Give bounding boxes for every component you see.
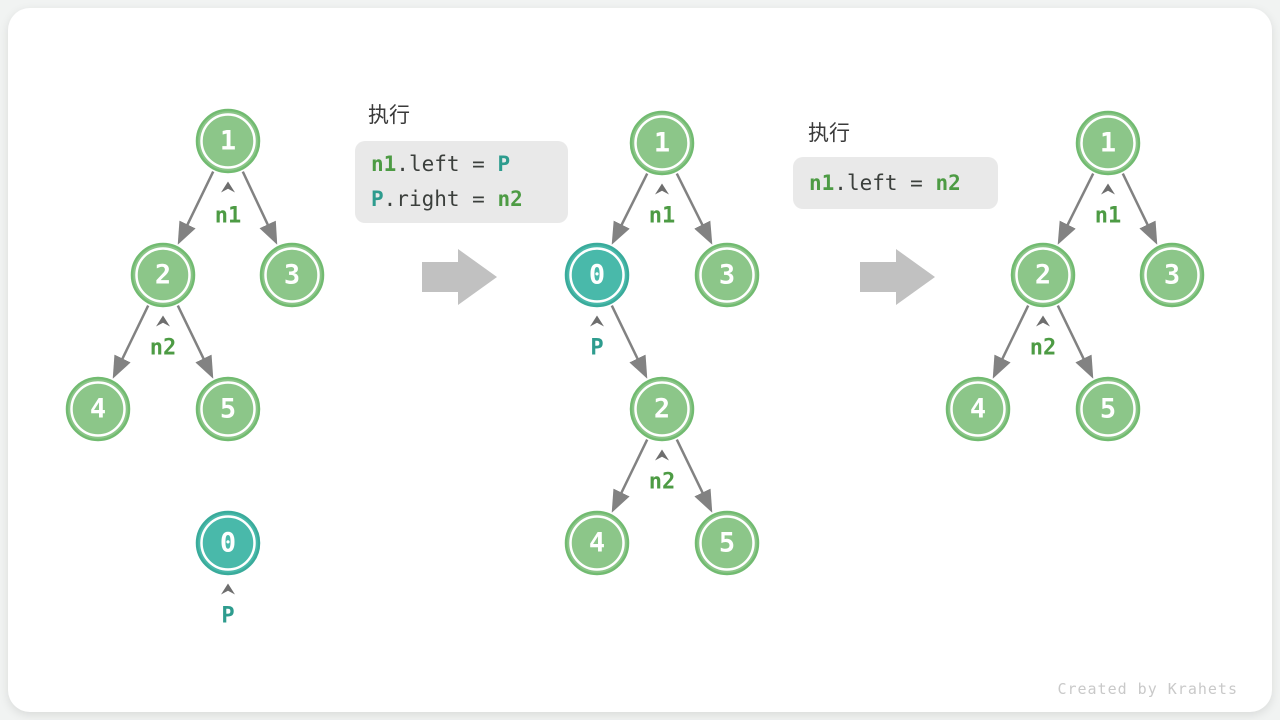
pointer-label-n2: n2 xyxy=(649,470,676,495)
tree2-node-3: 3 xyxy=(694,242,760,308)
pointer-caret-icon xyxy=(221,583,235,595)
node-value: 1 xyxy=(220,126,236,157)
code-line: n1.left = n2 xyxy=(809,166,982,201)
node-value: 5 xyxy=(220,394,236,425)
edge-1-3 xyxy=(675,173,713,245)
code-token: n2 xyxy=(935,170,961,195)
code-line: n1.left = P xyxy=(371,147,552,182)
pointer-label-p: P xyxy=(221,604,234,629)
node-value: 4 xyxy=(970,394,986,425)
edge-2-4 xyxy=(611,439,649,513)
node-value: 3 xyxy=(719,260,735,291)
tree2-node-2: 2 xyxy=(629,376,695,442)
node-value: 2 xyxy=(1035,260,1051,291)
pointer-caret-icon xyxy=(221,181,235,193)
node-value: 1 xyxy=(1100,128,1116,159)
code-token: n1 xyxy=(371,152,397,176)
node-value: 3 xyxy=(1164,260,1180,291)
tree2-node-1: 1 xyxy=(629,110,695,176)
node-value: 4 xyxy=(589,528,605,559)
watermark-credit: Created by Krahets xyxy=(1057,680,1238,698)
edge-0-2 xyxy=(610,305,648,379)
pointer-caret-icon xyxy=(590,315,604,327)
transition-arrow-icon xyxy=(860,249,935,305)
pointer-caret-icon xyxy=(1036,315,1050,327)
pointer-label-n1: n1 xyxy=(1095,204,1122,229)
pointer-caret-icon xyxy=(655,449,669,461)
pointer-label-n2: n2 xyxy=(150,336,177,361)
edge-1-3 xyxy=(1121,173,1158,245)
tree3-node-2: 2 xyxy=(1010,242,1076,308)
code-block-2: n1.left = n2 xyxy=(793,157,998,209)
node-value: 0 xyxy=(220,528,236,559)
code-token: .left = xyxy=(396,152,498,176)
tree2-node-4: 4 xyxy=(564,510,630,576)
edge-1-3 xyxy=(241,171,278,245)
edge-2-4 xyxy=(992,305,1030,379)
node-value: 5 xyxy=(1100,394,1116,425)
edge-1-0 xyxy=(611,173,649,245)
code-token: P xyxy=(497,152,511,176)
node-value: 2 xyxy=(155,260,171,291)
pointer-caret-icon xyxy=(655,183,669,195)
edge-1-2 xyxy=(1057,173,1095,245)
code-token: P xyxy=(371,187,384,211)
tree2-node-5: 5 xyxy=(694,510,760,576)
exec-title-1: 执行 xyxy=(368,103,410,127)
tree3-node-1: 1 xyxy=(1075,110,1141,176)
code-token: n1 xyxy=(809,170,835,195)
tree1-node-5: 5 xyxy=(195,376,261,442)
tree1-node-4: 4 xyxy=(65,376,131,442)
node-value: 1 xyxy=(654,128,670,159)
node-value: 4 xyxy=(90,394,106,425)
transition-arrow-icon xyxy=(422,249,497,305)
tree1-node-p: 0 xyxy=(195,510,261,576)
edge-1-2 xyxy=(177,171,215,245)
node-value: 3 xyxy=(284,260,300,291)
code-block-1: n1.left = P P.right = n2 xyxy=(355,141,568,223)
tree-final: 1 2 3 4 5 n1 xyxy=(945,110,1205,442)
tree1-node-2: 2 xyxy=(130,242,196,308)
tree2-node-p: 0 xyxy=(564,242,630,308)
pointer-label-p: P xyxy=(590,336,603,361)
code-token: n2 xyxy=(497,187,523,211)
pointer-caret-icon xyxy=(156,315,170,327)
tree-after-insert: 1 0 3 2 4 xyxy=(564,110,760,576)
node-value: 0 xyxy=(589,260,605,291)
exec-title-2: 执行 xyxy=(808,121,850,145)
node-value: 5 xyxy=(719,528,735,559)
edge-2-4 xyxy=(112,305,150,379)
edge-2-5 xyxy=(675,439,713,513)
pointer-label-n1: n1 xyxy=(649,204,676,229)
pointer-label-n1: n1 xyxy=(215,204,242,229)
code-token: .right = xyxy=(383,187,498,211)
edge-2-5 xyxy=(176,305,214,379)
edge-2-5 xyxy=(1056,305,1094,379)
code-line: P.right = n2 xyxy=(371,182,552,217)
tree1-node-1: 1 xyxy=(195,108,261,174)
tree3-node-4: 4 xyxy=(945,376,1011,442)
pointer-label-n2: n2 xyxy=(1030,336,1057,361)
node-value: 2 xyxy=(654,394,670,425)
tree1-node-3: 3 xyxy=(259,242,325,308)
tree-initial: 1 2 3 4 5 xyxy=(65,108,325,629)
tree3-node-3: 3 xyxy=(1139,242,1205,308)
code-token: .left = xyxy=(834,170,936,195)
pointer-caret-icon xyxy=(1101,183,1115,195)
tree3-node-5: 5 xyxy=(1075,376,1141,442)
